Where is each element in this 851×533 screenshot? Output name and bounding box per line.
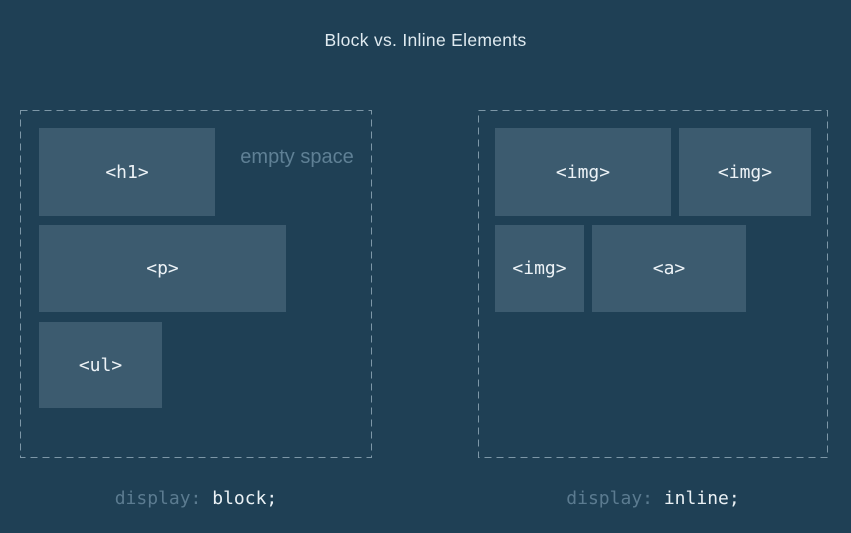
block-element-h1: <h1>: [39, 128, 215, 216]
block-element-ul: <ul>: [39, 322, 162, 408]
diagram-title: Block vs. Inline Elements: [324, 30, 527, 50]
css-property-block: display:: [114, 488, 202, 509]
inline-caption: display: inline;: [478, 488, 828, 509]
inline-element-img-3: <img>: [495, 225, 584, 312]
empty-space-label: empty space: [240, 146, 354, 168]
inline-panel: <img> <img> <img> <a>: [478, 110, 828, 458]
inline-element-a: <a>: [592, 225, 746, 312]
css-value-block: block;: [212, 488, 278, 509]
css-value-inline: inline;: [663, 488, 740, 509]
block-panel: <h1> <p> <ul> empty space: [20, 110, 372, 458]
css-property-inline: display:: [566, 488, 653, 509]
block-caption: display: block;: [20, 488, 372, 509]
inline-element-img-2: <img>: [679, 128, 811, 216]
block-element-p: <p>: [39, 225, 286, 312]
inline-element-img-1: <img>: [495, 128, 671, 216]
